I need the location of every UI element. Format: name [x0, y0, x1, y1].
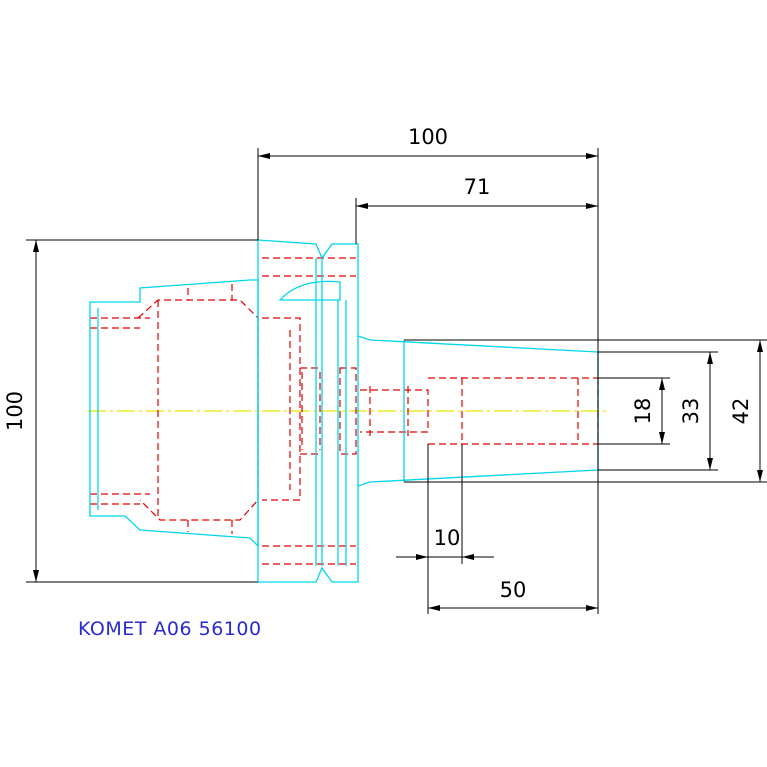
dim-length-from-flange: 71 — [464, 175, 491, 199]
hidden-lines — [90, 257, 599, 565]
holder-outline — [89, 239, 599, 583]
dim-bore-depth: 50 — [500, 578, 527, 602]
part-caption: KOMET A06 56100 — [78, 618, 262, 640]
dim-nose-diameter: 42 — [729, 398, 753, 425]
dim-total-length: 100 — [408, 125, 448, 149]
dimension-lines — [26, 148, 767, 614]
dim-flange-diameter: 100 — [3, 391, 27, 431]
dim-thread-length: 10 — [434, 526, 461, 550]
dim-bore-diameter: 18 — [631, 398, 655, 425]
dim-inner-diameter: 33 — [679, 398, 703, 425]
